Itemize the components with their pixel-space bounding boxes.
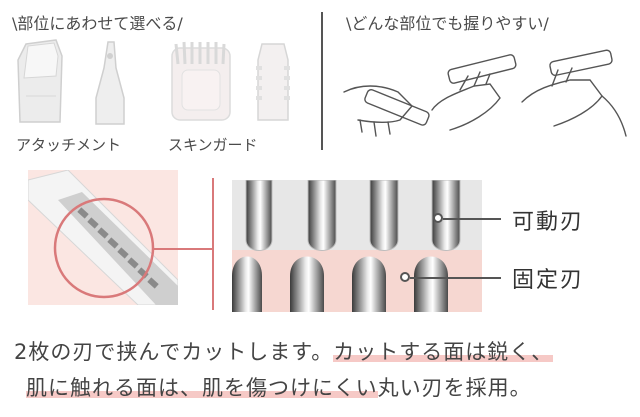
zoom-divider: [212, 178, 214, 310]
skin-guard-narrow-image: [256, 43, 290, 121]
attachment-comb-image: [17, 39, 63, 123]
device-closeup-panel: [28, 170, 178, 305]
attachment-narrow-image: [95, 41, 125, 125]
movable-blade-marker: [433, 213, 443, 223]
movable-blade-label: 可動刃: [512, 210, 585, 235]
description-line-2: 肌に触れる面は、肌を傷つけにくい丸い刃を採用。: [26, 372, 532, 402]
grip-heading: \どんな部位でも握りやすい/: [346, 14, 549, 33]
zoom-connector: [152, 248, 214, 250]
attachment-caption: アタッチメント: [16, 136, 122, 154]
fixed-blade-label: 固定刃: [512, 268, 585, 293]
blade-macro-panel: [232, 180, 482, 312]
skin-guard-comb-image: [171, 41, 231, 121]
fixed-blade-marker: [400, 272, 410, 282]
description-line-1-highlight: カットする面は鋭く、: [333, 340, 554, 364]
blade-macro-image: [232, 180, 482, 312]
description-line-1-plain: 2枚の刃で挟んでカットします。: [14, 340, 334, 364]
skin-guard-caption: スキンガード: [168, 136, 258, 154]
description-line-2-highlight: 肌に触れる面は、肌を傷つけにくい: [26, 376, 378, 400]
description-line-2-plain: 丸い刃を採用。: [377, 376, 532, 400]
hands-gripping-illustration: [343, 49, 627, 137]
section-divider: [321, 12, 323, 150]
fixed-blade-leader: [410, 277, 501, 279]
movable-blade-leader: [443, 218, 501, 220]
attachments-heading: \部位にあわせて選べる/: [12, 14, 183, 33]
description-line-1: 2枚の刃で挟んでカットします。カットする面は鋭く、: [14, 336, 554, 366]
zoom-circle: [53, 197, 155, 299]
